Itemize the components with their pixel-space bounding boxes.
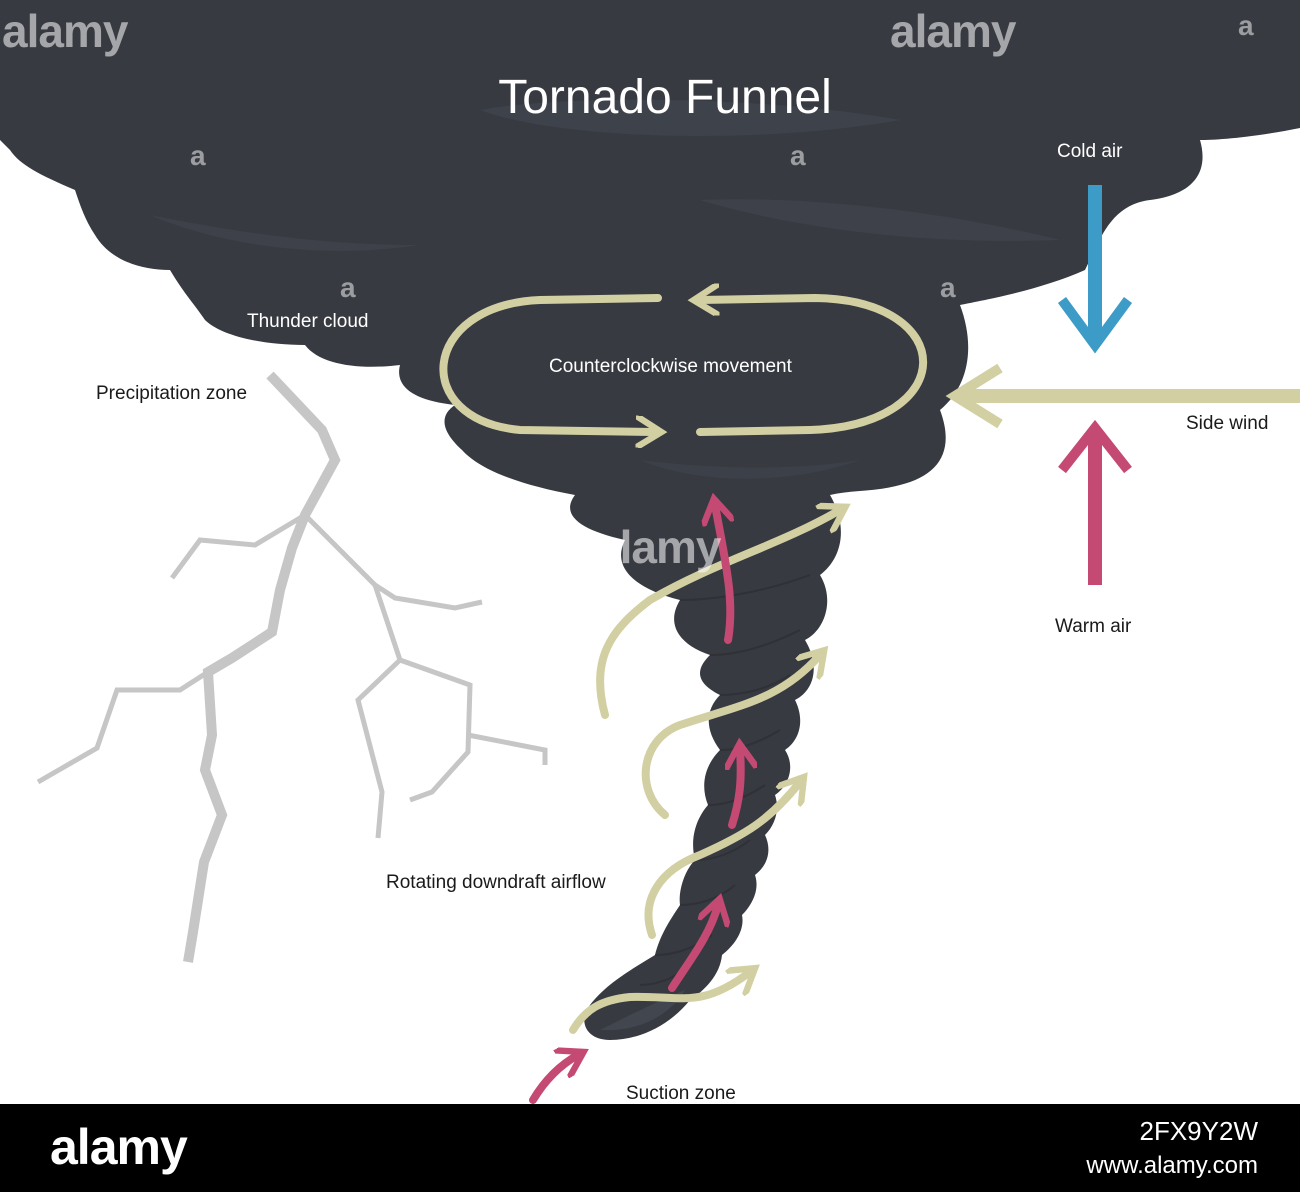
label-thunder-cloud: Thunder cloud [247, 311, 369, 332]
label-cold-air: Cold air [1057, 141, 1123, 162]
watermark: alamy [595, 521, 721, 573]
label-warm-air: Warm air [1055, 616, 1132, 637]
label-rotating-downdraft-airflow: Rotating downdraft airflow [386, 872, 606, 893]
tornado-diagram [0, 0, 1300, 1104]
label-side-wind: Side wind [1186, 413, 1269, 434]
watermark-letter: a [340, 272, 356, 303]
side-wind-arrow [945, 363, 1300, 429]
label-suction-zone: Suction zone [626, 1083, 736, 1104]
footer-logo: alamy [50, 1119, 188, 1175]
watermark-letter: a [940, 272, 956, 303]
counterclockwise-arrows [439, 298, 927, 432]
warm-air-arrow [1058, 419, 1132, 585]
watermark-letter: a [790, 140, 806, 171]
watermark-letter: a [1238, 10, 1254, 41]
spiral-airflow [569, 510, 840, 1034]
stock-footer: alamy 2FX9Y2W www.alamy.com [0, 1104, 1300, 1192]
thunder-cloud-shape [0, 0, 1300, 1040]
watermark-letter: a [190, 140, 206, 171]
updraft-arrows [529, 505, 741, 1104]
label-precipitation-zone: Precipitation zone [96, 383, 248, 404]
cold-air-arrow [1057, 185, 1133, 354]
footer-url: www.alamy.com [1086, 1152, 1258, 1179]
watermark: alamy [890, 5, 1016, 57]
label-counterclockwise-movement: Counterclockwise movement [549, 356, 792, 377]
lightning-bolt [36, 371, 548, 963]
diagram-title: Tornado Funnel [498, 71, 832, 124]
watermark: alamy [2, 5, 128, 57]
footer-image-id: 2FX9Y2W [1139, 1116, 1259, 1146]
